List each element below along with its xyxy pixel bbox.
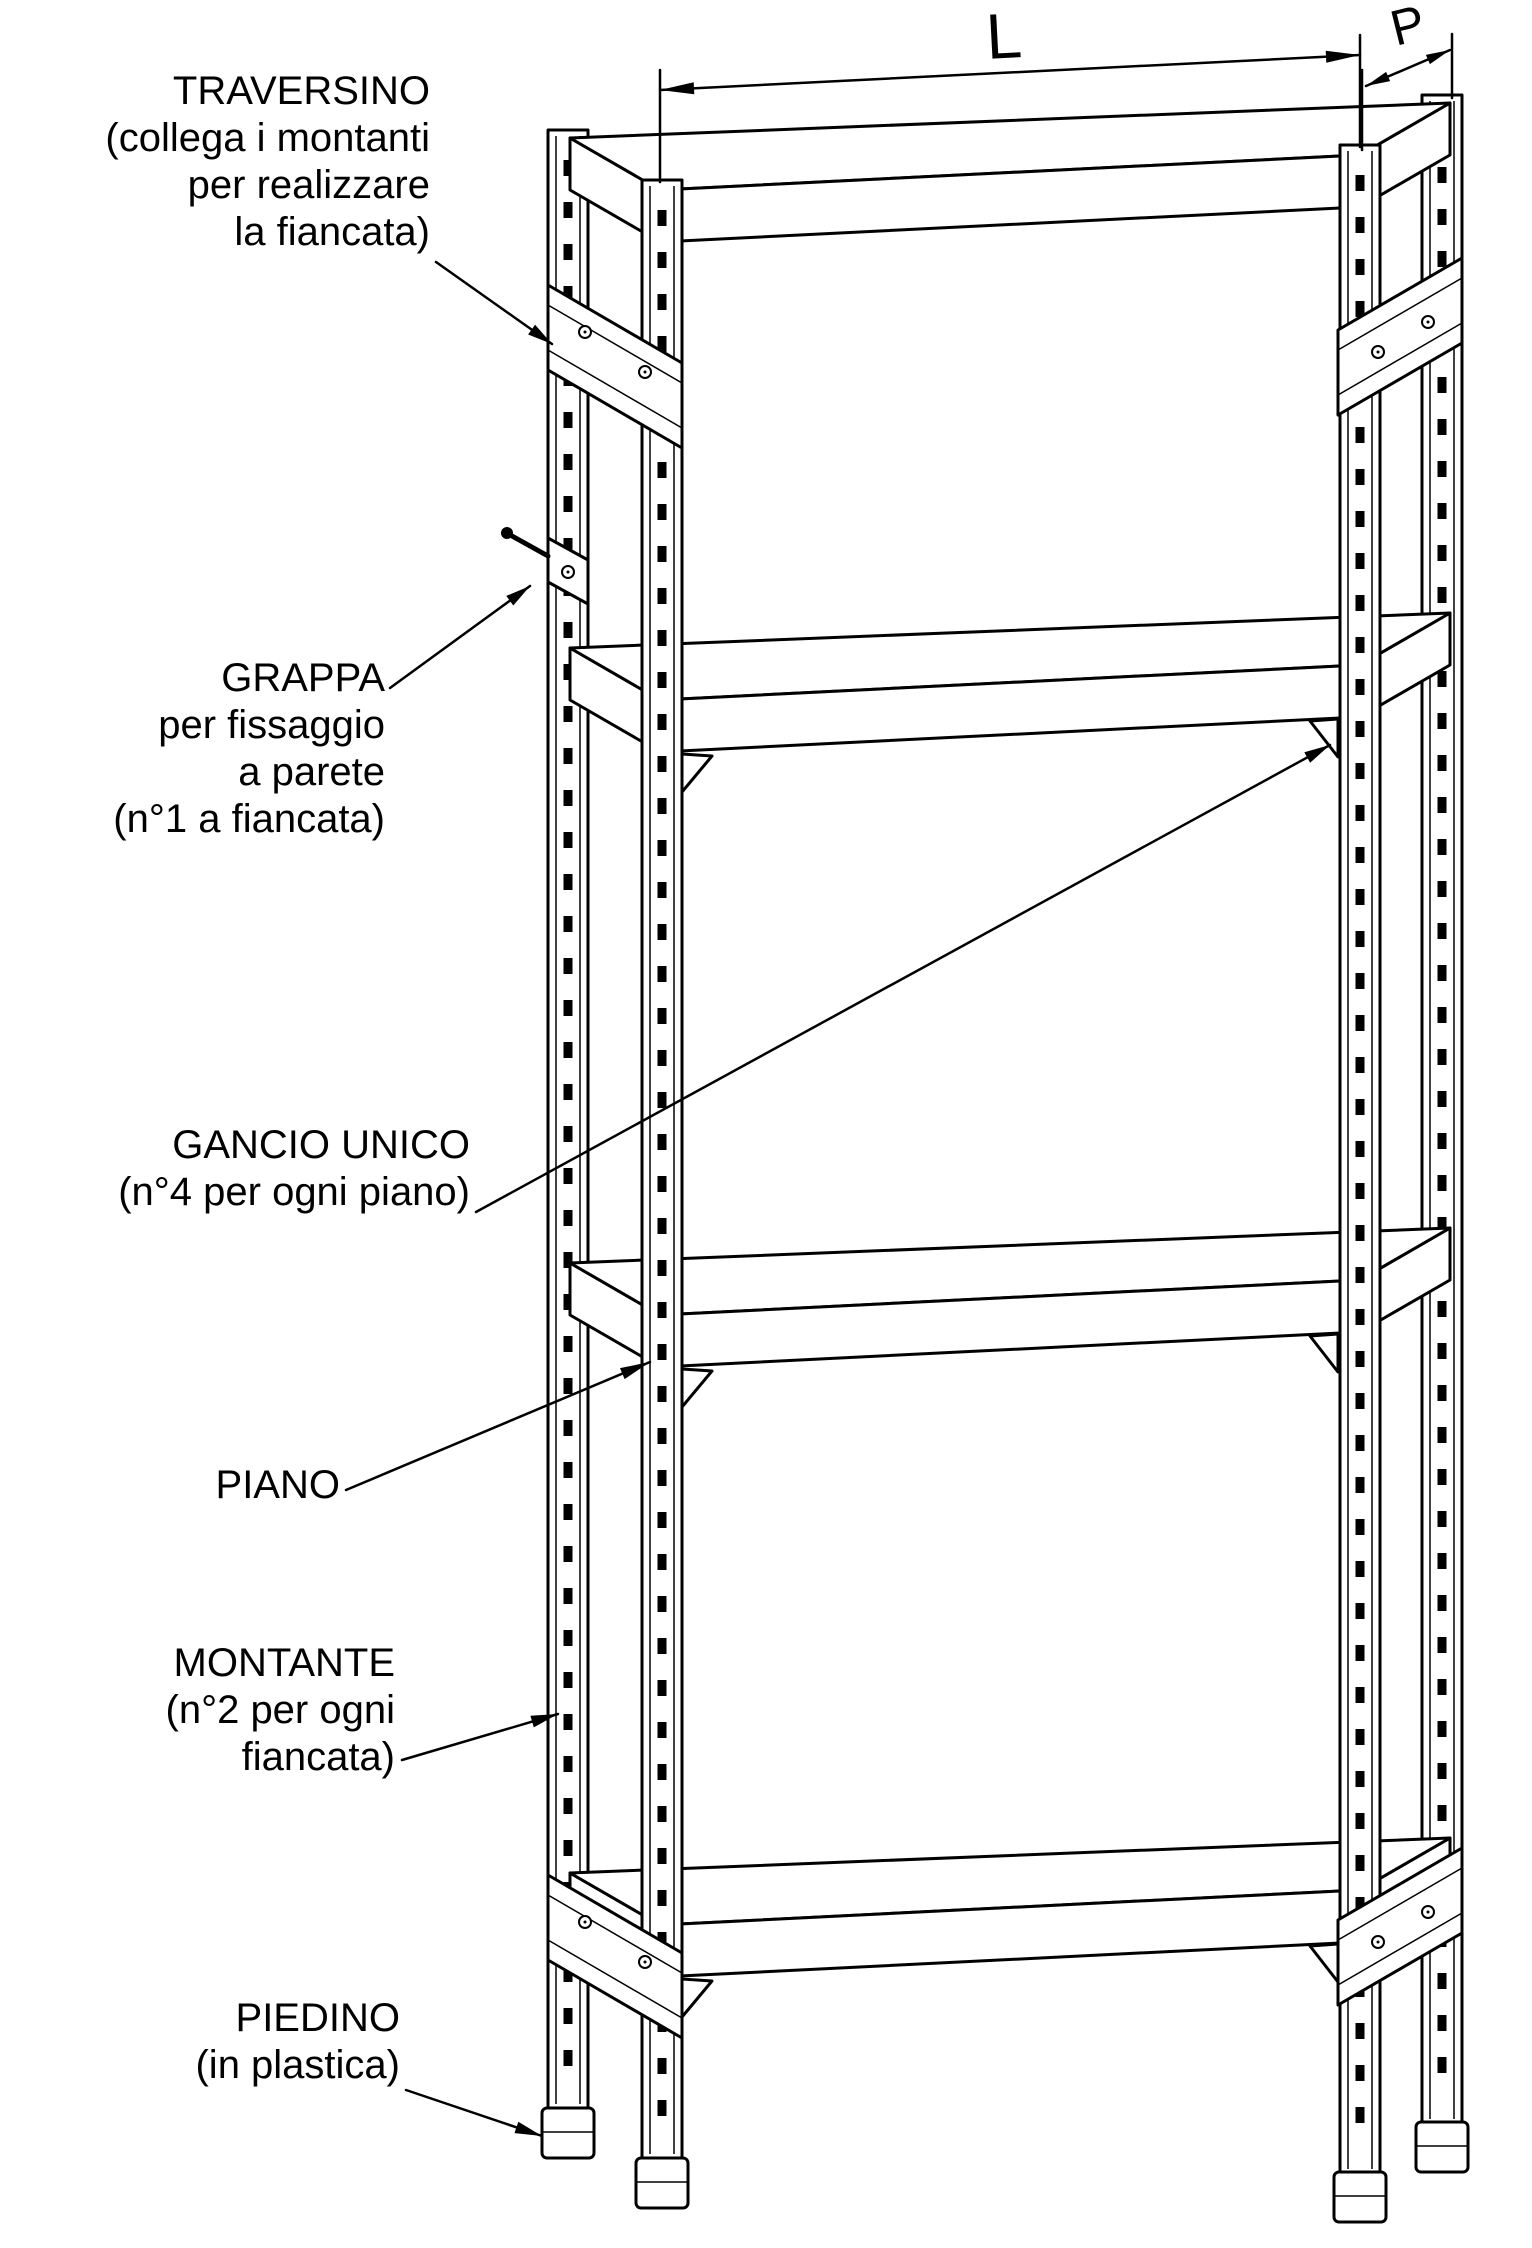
callout-line: TRAVERSINO [172, 69, 430, 113]
shelf-hook [1308, 717, 1340, 759]
foot-back-right [1414, 2120, 1470, 2174]
callout-line: (n°1 a fiancata) [113, 797, 385, 841]
callout-line: (n°2 per ogni [165, 1688, 395, 1732]
callout-line: (n°4 per ogni piano) [118, 1170, 470, 1214]
callout-line: GRAPPA [221, 656, 385, 700]
bracket-screw [501, 527, 513, 539]
crossbar-bottom-right [1336, 1846, 1464, 2007]
leader-montante [400, 1712, 560, 1762]
callout-line: PIANO [215, 1463, 340, 1507]
callout-montante: MONTANTE (n°2 per ogni fiancata) [40, 1640, 395, 1781]
callout-line: PIEDINO [235, 1996, 400, 2040]
callout-line: la fiancata) [234, 210, 430, 254]
foot-back-left [540, 2106, 596, 2160]
callout-piedino: PIEDINO (in plastica) [40, 1995, 400, 2089]
upright-back-right [1420, 93, 1464, 2127]
callout-piano: PIANO [40, 1462, 340, 1509]
callout-line: per fissaggio [158, 703, 385, 747]
upright-front-right [1338, 143, 1382, 2177]
shelf-2 [568, 611, 1452, 794]
shelf-hook [680, 752, 714, 794]
shelf-hook [680, 1977, 714, 2019]
dimension-length: L [658, 0, 1362, 184]
shelf-hook [1308, 1942, 1340, 1984]
length-label: L [984, 0, 1023, 73]
foot-front-right [1332, 2170, 1388, 2224]
shelf-1 [568, 101, 1452, 244]
shelf-hook [1308, 1332, 1340, 1374]
crossbar-top-right [1336, 256, 1464, 417]
callout-line: MONTANTE [173, 1641, 395, 1685]
callout-traversino: TRAVERSINO (collega i montanti per reali… [40, 68, 430, 256]
callout-line: per realizzare [187, 163, 430, 207]
crossbar-bottom-left [546, 1873, 684, 2040]
shelf-4 [568, 1836, 1452, 2019]
callout-gancio: GANCIO UNICO (n°4 per ogni piano) [40, 1122, 470, 1216]
leader-traversino [434, 260, 554, 346]
shelf-hook [680, 1367, 714, 1409]
callout-grappa: GRAPPA per fissaggio a parete (n°1 a fia… [40, 655, 385, 843]
upright-back-left [546, 128, 590, 2112]
shelf-3 [568, 1226, 1452, 1409]
leader-grappa [388, 584, 532, 690]
callout-line: GANCIO UNICO [172, 1123, 470, 1167]
upright-front-left [640, 178, 684, 2162]
callout-line: a parete [238, 750, 385, 794]
wall-bracket [501, 527, 590, 606]
leader-piano [344, 1360, 652, 1492]
callout-line: (collega i montanti [105, 116, 430, 160]
depth-label: P [1385, 0, 1431, 57]
leader-gancio [474, 743, 1332, 1214]
foot-front-left [634, 2156, 690, 2210]
callout-line: (in plastica) [195, 2043, 400, 2087]
leader-piedino [404, 2088, 544, 2138]
callout-line: fiancata) [241, 1735, 395, 1779]
